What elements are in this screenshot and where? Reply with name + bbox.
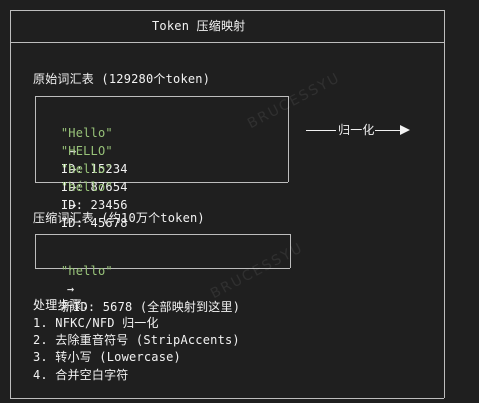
arrow-icon: →: [68, 144, 77, 158]
arrow-head-icon: [400, 125, 410, 135]
token-string: "Hello": [60, 126, 113, 140]
token-string: "héllo": [60, 180, 113, 194]
original-row: "hello" → ID: 23456: [46, 142, 128, 214]
arrow-icon: →: [68, 162, 77, 176]
original-box-bottom: [35, 182, 288, 183]
arrow-icon: →: [68, 198, 77, 212]
compressed-row: "hello" → 新ID: 5678 (全部映射到这里): [46, 244, 240, 316]
token-id: ID: 45678: [60, 216, 128, 230]
step-item: 1. NFKC/NFD 归一化: [33, 316, 159, 330]
step-item: 4. 合并空白字符: [33, 368, 129, 382]
step-item: 3. 转小写 (Lowercase): [33, 350, 181, 364]
normalize-arrow-label: 归一化: [338, 123, 375, 137]
token-id: ID: 15234: [60, 162, 128, 176]
compressed-box-left: [35, 234, 36, 268]
token-string: "hello": [60, 162, 113, 176]
original-box-right: [288, 96, 289, 182]
outer-top-border: [10, 10, 444, 11]
original-box-top: [35, 96, 288, 97]
watermark: BRUCESSYU: [245, 69, 344, 133]
header-divider: [10, 42, 444, 43]
step-item: 2. 去除重音符号 (StripAccents): [33, 333, 240, 347]
original-row: "HELLO" → ID: 87654: [46, 124, 128, 196]
steps-heading: 处理步骤:: [33, 298, 90, 312]
compressed-vocab-heading: 压缩词汇表 (约10万个token): [33, 211, 205, 225]
normalize-arrow-left-line: [306, 130, 336, 131]
original-vocab-heading: 原始词汇表 (129280个token): [33, 72, 211, 86]
original-row: "héllo" → ID: 45678: [46, 160, 128, 232]
arrow-icon: →: [66, 282, 75, 296]
original-row: "Hello" → ID: 15234: [46, 106, 128, 178]
arrow-icon: →: [68, 180, 77, 194]
token-id: ID: 23456: [60, 198, 128, 212]
token-id: 新ID: 5678 (全部映射到这里): [60, 300, 241, 314]
token-string: "HELLO": [60, 144, 113, 158]
compressed-box-bottom: [35, 268, 290, 269]
original-box-left: [35, 96, 36, 182]
outer-left-border: [10, 10, 11, 398]
page-title: Token 压缩映射: [152, 19, 246, 33]
outer-bottom-border: [10, 398, 444, 399]
token-id: ID: 87654: [60, 180, 128, 194]
compressed-box-top: [35, 234, 290, 235]
compressed-box-right: [290, 234, 291, 268]
normalize-arrow-right-line: [375, 130, 401, 131]
token-string: "hello": [60, 264, 113, 278]
outer-right-border: [444, 10, 445, 398]
